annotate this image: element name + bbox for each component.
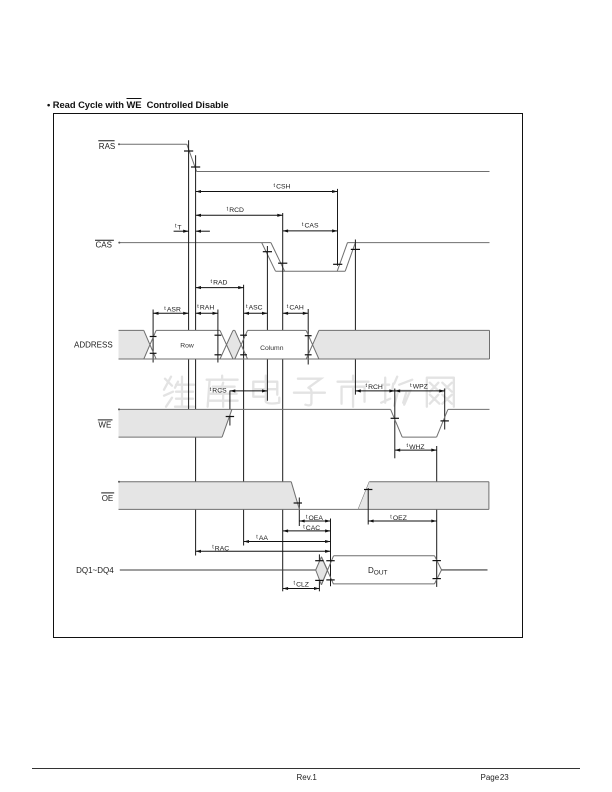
svg-text:t: t	[211, 279, 213, 285]
svg-text:ASC: ASC	[249, 305, 263, 312]
svg-text:Column: Column	[260, 345, 284, 352]
svg-text:t: t	[227, 206, 229, 212]
svg-text:t: t	[303, 525, 305, 531]
svg-text:OEA: OEA	[309, 515, 324, 522]
svg-text:RAD: RAD	[213, 280, 227, 287]
svg-text:CSH: CSH	[276, 184, 290, 191]
svg-text:t: t	[390, 514, 392, 520]
svg-text:t: t	[294, 581, 296, 587]
svg-text:t: t	[197, 304, 199, 310]
svg-text:DQ1~DQ4: DQ1~DQ4	[76, 566, 114, 575]
svg-text:t: t	[164, 306, 166, 312]
svg-text:t: t	[210, 387, 212, 393]
svg-text:CLZ: CLZ	[296, 581, 309, 588]
svg-text:t: t	[212, 545, 214, 551]
svg-text:CAC: CAC	[306, 525, 320, 532]
svg-text:OE: OE	[102, 494, 114, 503]
svg-text:t: t	[256, 534, 258, 540]
svg-text:t: t	[175, 224, 177, 230]
svg-text:t: t	[287, 304, 289, 310]
svg-text:CAS: CAS	[305, 223, 319, 230]
svg-text:Row: Row	[180, 342, 194, 349]
svg-text:t: t	[274, 183, 276, 189]
svg-text:ASR: ASR	[167, 307, 181, 314]
svg-text:t: t	[302, 222, 304, 228]
svg-text:t: t	[366, 383, 368, 389]
svg-text:RAS: RAS	[99, 142, 115, 151]
svg-text:t: t	[407, 443, 409, 449]
svg-text:WE: WE	[98, 421, 111, 430]
svg-text:RAC: RAC	[215, 545, 229, 552]
svg-text:CAS: CAS	[96, 240, 112, 249]
svg-text:RCD: RCD	[229, 207, 244, 214]
svg-text:DOUT: DOUT	[368, 566, 388, 577]
svg-text:WPZ: WPZ	[413, 384, 428, 391]
svg-text:T: T	[177, 225, 181, 232]
svg-text:RCH: RCH	[368, 384, 383, 391]
svg-text:RAH: RAH	[200, 305, 214, 312]
svg-text:CAH: CAH	[289, 305, 303, 312]
svg-text:t: t	[246, 304, 248, 310]
svg-text:RCS: RCS	[212, 387, 227, 394]
svg-text:t: t	[410, 383, 412, 389]
svg-text:AA: AA	[259, 535, 269, 542]
svg-text:ADDRESS: ADDRESS	[74, 341, 113, 350]
svg-text:WHZ: WHZ	[409, 444, 424, 451]
svg-text:t: t	[306, 514, 308, 520]
svg-text:OEZ: OEZ	[393, 515, 407, 522]
